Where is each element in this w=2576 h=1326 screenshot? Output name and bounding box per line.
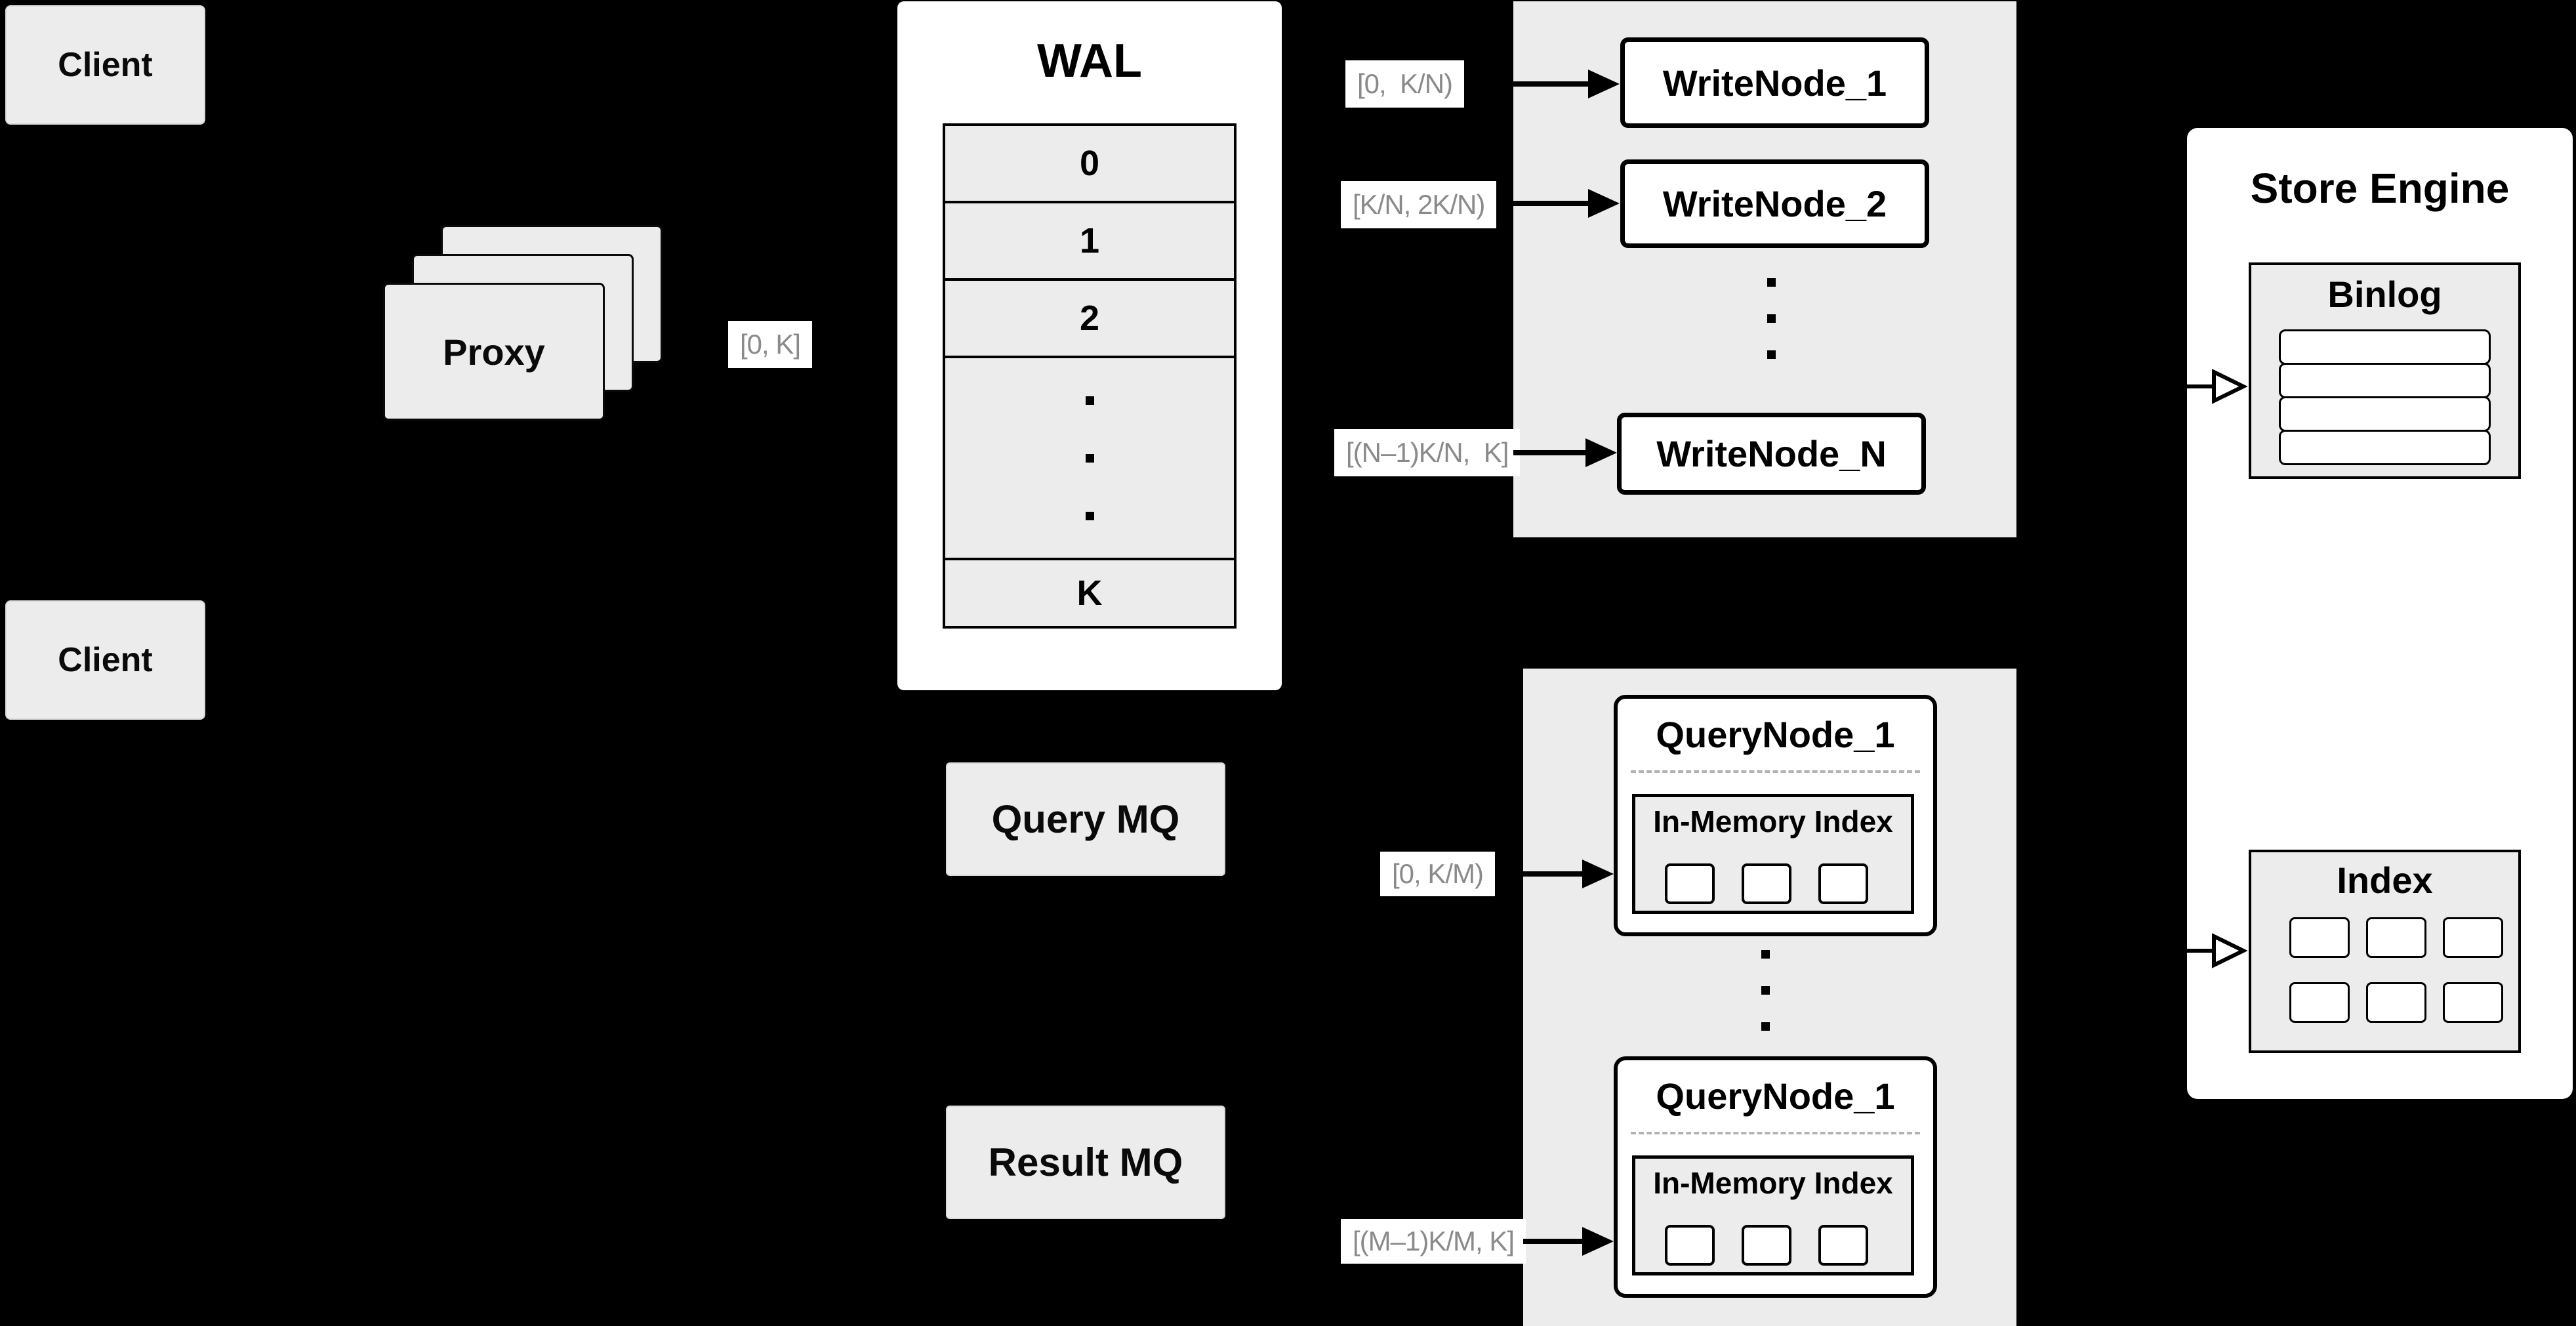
arrow-line-to-index [2187,949,2213,953]
index-cell [2289,982,2350,1023]
range-label-proxy-to-wal: [0, K] [728,321,813,368]
result-mq-label: Result MQ [988,1140,1183,1184]
arrow-line-to-querynode-2 [1523,1239,1586,1244]
arrow-line-to-writenode-n [1513,450,1588,455]
binlog-title: Binlog [2327,274,2442,315]
proxy-label: Proxy [443,331,545,373]
client-bottom-label: Client [58,641,153,679]
querynode-2-title: QueryNode_1 [1656,1075,1895,1117]
inmemory-segment-cell [1818,1225,1868,1266]
arrow-line-to-writenode-2 [1513,201,1591,206]
binlog-row [2279,329,2491,365]
result-mq-box: Result MQ [946,1106,1225,1219]
querynode-1-title: QueryNode_1 [1656,714,1895,755]
range-label-writenode-n: [(N–1)K/N, K] [1334,429,1521,476]
arrow-line-to-writenode-1 [1513,81,1591,87]
writenode-1-box: WriteNode_1 [1620,37,1929,128]
query-mq-label: Query MQ [991,797,1180,841]
client-box-bottom: Client [5,600,205,720]
inmemory-segment-cell [1818,863,1868,904]
arrow-line-to-querynode-1 [1523,871,1586,877]
wal-panel: WAL 0 1 2 K [897,1,1282,690]
range-label-writenode-2: [K/N, 2K/N) [1341,181,1497,228]
index-cell [2443,982,2503,1023]
index-cell [2289,917,2350,958]
index-title: Index [2337,860,2433,901]
store-engine-title: Store Engine [2250,165,2510,212]
querynode-2-inmemory-title: In-Memory Index [1653,1166,1893,1200]
binlog-rows [2279,329,2491,465]
querynode-2-divider [1631,1132,1920,1134]
arrow-head-open-index-icon [2212,933,2247,968]
arrow-head-to-querynode-2-icon [1582,1227,1614,1256]
range-label-querynode-1: [0, K/M) [1380,852,1496,896]
index-cell [2443,917,2503,958]
binlog-row [2279,363,2491,398]
wal-segment-table: 0 1 2 K [943,123,1237,629]
arrow-head-to-writenode-2-icon [1588,189,1620,218]
wal-row-ellipsis [945,358,1234,560]
writenode-n-box: WriteNode_N [1617,413,1926,495]
wal-row-0: 0 [945,126,1234,203]
inmemory-segment-cell [1742,1225,1791,1266]
querynode-1-divider [1631,770,1920,773]
inmemory-segment-cell [1742,863,1791,904]
wal-row-2: 2 [945,281,1234,358]
wal-title: WAL [1037,35,1142,87]
inmemory-segment-cell [1665,1225,1715,1266]
wal-ellipsis-dots-icon [1085,396,1094,520]
proxy-card-front: Proxy [383,283,605,421]
range-label-querynode-2: [(M–1)K/M, K] [1341,1219,1526,1264]
writenode-ellipsis-dots-icon [1767,278,1776,359]
wal-row-1: 1 [945,203,1234,281]
writenode-2-box: WriteNode_2 [1620,159,1929,248]
querynode-ellipsis-dots-icon [1761,950,1770,1031]
arrow-line-to-binlog [2187,384,2213,388]
binlog-box: Binlog [2249,262,2521,479]
binlog-row [2279,396,2491,432]
index-cell [2366,982,2426,1023]
client-top-label: Client [58,46,153,84]
client-box-top: Client [5,5,205,125]
inmemory-segment-cell [1665,863,1715,904]
wal-row-k: K [945,560,1234,626]
arrow-head-to-writenode-n-icon [1585,438,1617,467]
query-mq-box: Query MQ [946,762,1225,876]
querynode-1-inmemory-title: In-Memory Index [1653,804,1893,839]
range-label-writenode-1: [0, K/N) [1345,60,1465,108]
arrow-head-to-writenode-1-icon [1588,70,1620,98]
index-cell [2366,917,2426,958]
arrow-head-open-binlog-icon [2212,369,2247,404]
binlog-row [2279,430,2491,465]
arrow-head-to-querynode-1-icon [1582,860,1614,888]
